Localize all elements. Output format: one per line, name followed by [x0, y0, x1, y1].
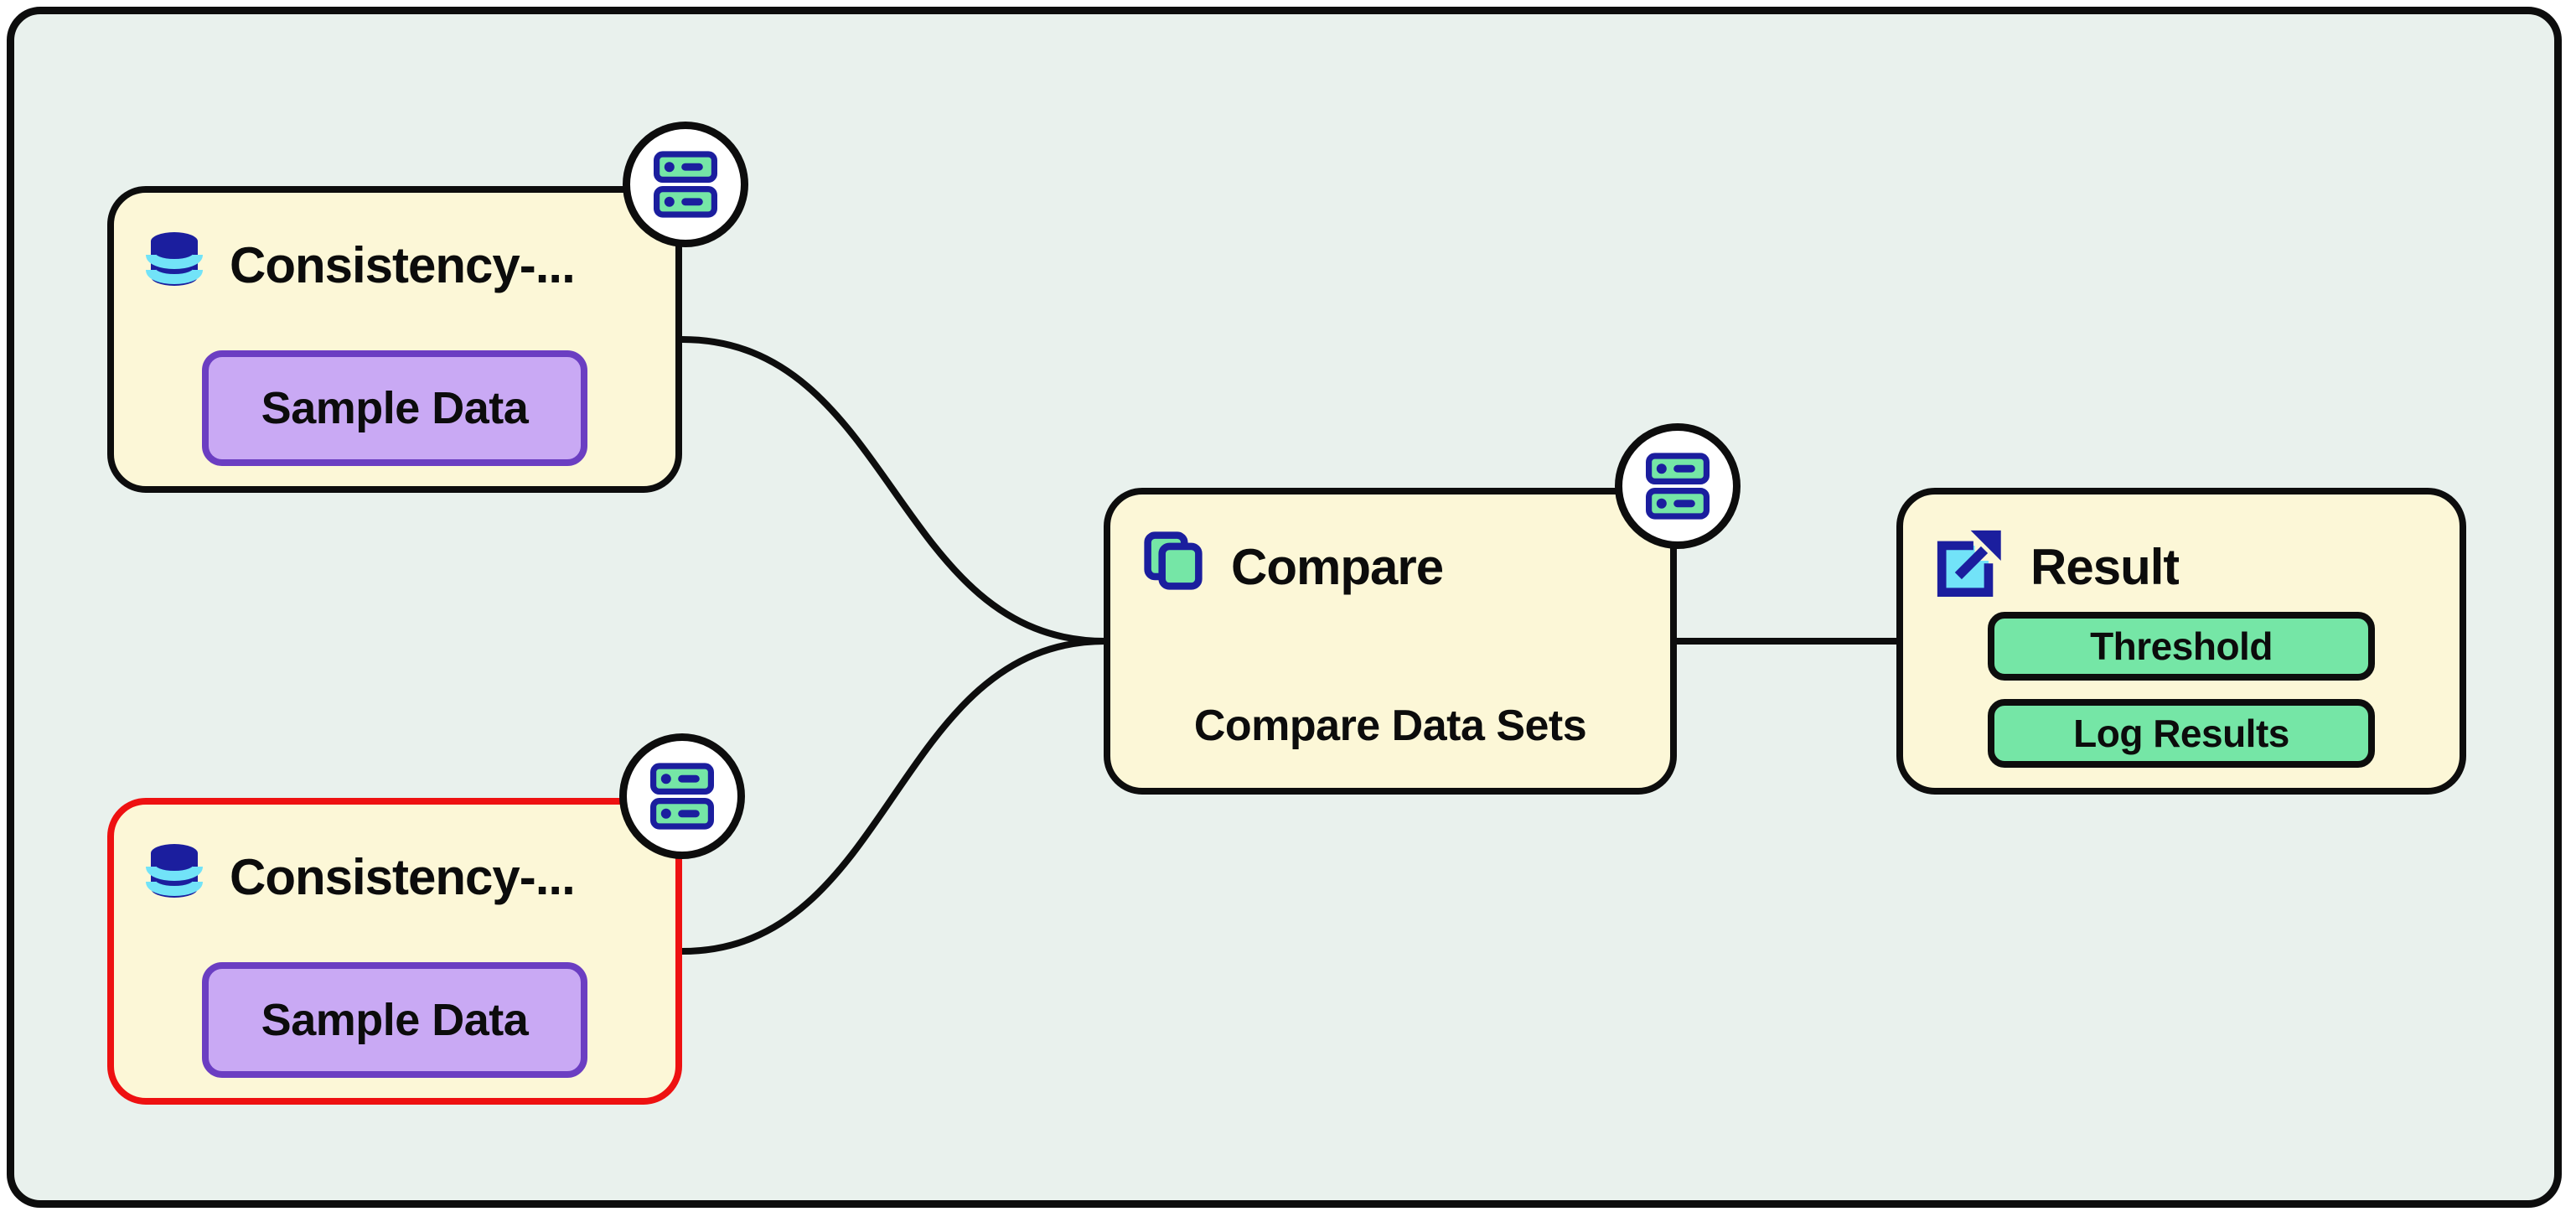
node-result[interactable]: Result Threshold Log Results: [1896, 488, 2466, 795]
node-header: Consistency-...: [146, 216, 655, 313]
sample-data-chip[interactable]: Sample Data: [202, 962, 587, 1078]
edge-consistency-a-to-compare[interactable]: [679, 336, 1109, 645]
node-consistency-b[interactable]: Consistency-... Sample Data: [107, 798, 682, 1105]
database-icon: [146, 232, 203, 286]
node-badge-consistency-a[interactable]: [623, 122, 748, 247]
server-icon: [650, 763, 714, 830]
node-header: Compare: [1142, 518, 1650, 615]
edge-consistency-b-to-compare[interactable]: [679, 638, 1109, 955]
server-icon: [1646, 453, 1710, 520]
node-header: Consistency-...: [146, 828, 655, 925]
copy-icon: [1144, 531, 1203, 590]
node-title: Compare: [1231, 538, 1444, 595]
node-badge-consistency-b[interactable]: [619, 733, 745, 859]
node-title: Result: [2030, 538, 2180, 595]
node-title: Consistency-...: [230, 236, 575, 293]
node-header: Result: [1935, 518, 2439, 615]
log-results-chip[interactable]: Log Results: [1988, 699, 2375, 768]
node-badge-compare[interactable]: [1615, 423, 1741, 549]
threshold-chip[interactable]: Threshold: [1988, 612, 2375, 681]
server-icon: [654, 151, 717, 218]
node-compare[interactable]: Compare Compare Data Sets: [1104, 488, 1677, 795]
node-consistency-a[interactable]: Consistency-... Sample Data: [107, 186, 682, 493]
external-link-icon: [1937, 530, 2001, 598]
node-subtitle: Compare Data Sets: [1193, 702, 1587, 750]
sample-data-chip[interactable]: Sample Data: [202, 350, 587, 466]
database-icon: [146, 844, 203, 898]
node-title: Consistency-...: [230, 848, 575, 905]
